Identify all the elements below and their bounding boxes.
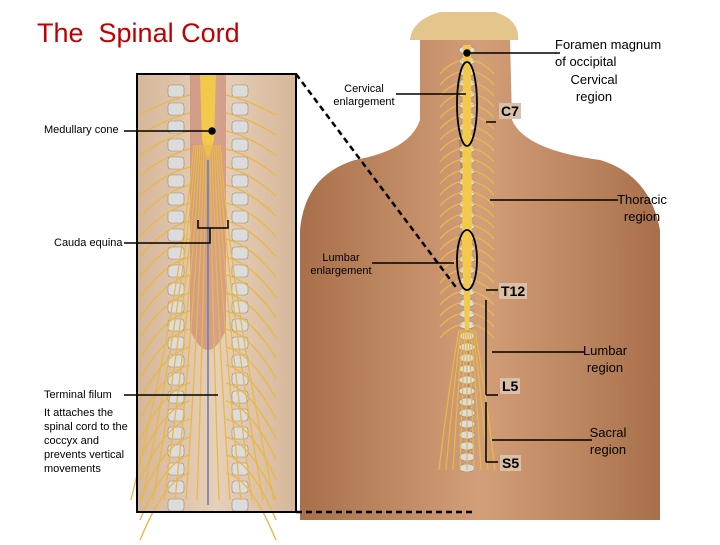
medullary-cone-label: Medullary cone xyxy=(44,124,119,136)
level-c7-label: C7 xyxy=(499,103,521,119)
thoracic-region-label: Thoracic region xyxy=(617,192,667,224)
lumbar-region-label: Lumbar region xyxy=(582,343,628,375)
terminal-filum-note: It attaches the spinal cord to the coccy… xyxy=(44,407,128,475)
sacral-region-label: Sacral region xyxy=(589,425,627,457)
lumbar-enlargement-label: Lumbar enlargement xyxy=(310,252,372,277)
torso-back xyxy=(300,12,660,520)
cauda-equina-inset xyxy=(130,73,297,541)
level-l5-label: L5 xyxy=(500,378,521,394)
foramen-magnum-label: Foramen magnum of occipital xyxy=(555,37,662,69)
level-s5-label: S5 xyxy=(500,455,522,471)
cervical-enlargement-label: Cervical enlargement xyxy=(333,83,395,108)
back-spine-column xyxy=(438,45,496,473)
pointer-lines xyxy=(124,49,618,514)
cervical-region-label: Cervical region xyxy=(570,72,618,104)
terminal-filum-label: Terminal filum xyxy=(44,389,112,401)
diagram-title: The Spinal Cord xyxy=(37,18,240,48)
level-t12-label: T12 xyxy=(499,283,528,299)
cauda-equina-label: Cauda equina xyxy=(54,237,123,249)
